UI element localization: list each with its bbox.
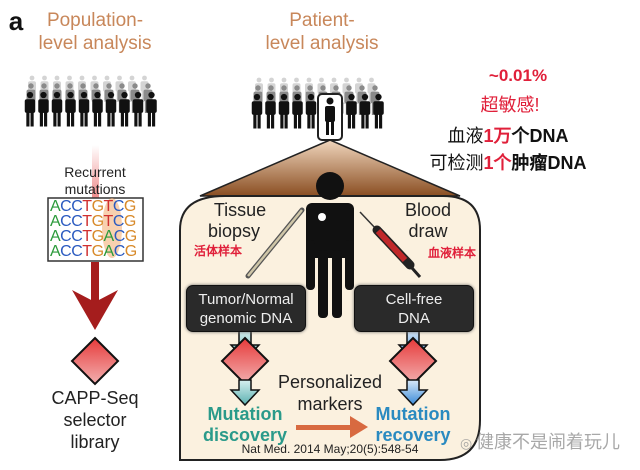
selector-diamond-icon xyxy=(70,336,120,386)
discovery-line1: Mutation xyxy=(207,404,283,424)
nucleotide: G xyxy=(123,198,136,215)
tissue-sample-cn: 活体样本 xyxy=(193,244,243,258)
nucleotide: C xyxy=(112,198,125,215)
recovery-line2: recovery xyxy=(375,425,451,445)
annotation-line3-b: 1万 xyxy=(483,126,512,146)
annotation-line4-a: 可检测 xyxy=(429,153,484,173)
red-down-arrow xyxy=(72,262,118,330)
population-title-line1: Population- xyxy=(46,10,144,31)
annotation-line3-a: 血液 xyxy=(447,126,484,146)
annotation-line3-c: 个DNA xyxy=(511,126,569,146)
nucleotide: C xyxy=(60,228,72,245)
tissue-line1: Tissue xyxy=(213,200,267,220)
faded-connector xyxy=(92,145,99,200)
nucleotide: G xyxy=(123,213,136,230)
watermark-text: 健康不是闹着玩儿 xyxy=(476,432,621,452)
nucleotide: A xyxy=(50,243,61,260)
patient-title-line2: level analysis xyxy=(265,33,379,54)
orange-right-arrow xyxy=(296,416,368,438)
nucleotide: A xyxy=(50,228,61,245)
nucleotide: A xyxy=(50,198,61,215)
selected-patient-icon xyxy=(325,97,335,135)
nucleotide: G xyxy=(91,213,104,230)
recovery-line1: Mutation xyxy=(375,404,451,424)
discovery-line2: discovery xyxy=(202,425,288,445)
wechat-icon: ◎ xyxy=(459,435,477,451)
nucleotide: T xyxy=(82,243,92,260)
left-flow-arrows xyxy=(220,329,270,407)
library-line2: selector xyxy=(63,410,127,430)
nucleotide: G xyxy=(91,243,104,260)
nucleotide: G xyxy=(91,198,104,215)
ultra-sensitive-label: 超敏感! xyxy=(480,95,540,115)
sequence-row: ACCTGACG xyxy=(50,243,142,260)
library-line3: library xyxy=(70,432,120,452)
annotation-line4: 可检测1个肿瘤DNA xyxy=(429,149,586,175)
nucleotide: C xyxy=(71,243,83,260)
nucleotide: C xyxy=(60,198,72,215)
syringe-icon xyxy=(359,211,422,278)
nucleotide: G xyxy=(124,243,137,260)
annotation-line3: 血液1万个DNA xyxy=(447,122,568,148)
annotation-line4-c: 肿瘤DNA xyxy=(511,153,587,173)
nucleotide: C xyxy=(71,213,83,230)
library-line1: CAPP-Seq xyxy=(51,388,139,408)
nucleotide: T xyxy=(82,213,92,230)
sequence-row: ACCTGTCG xyxy=(50,213,142,230)
nucleotide: G xyxy=(91,228,104,245)
cell-free-dna-line1: Cell-free xyxy=(385,290,443,308)
nucleotide: C xyxy=(60,213,72,230)
watermark: ◎ 健康不是闹着玩儿 xyxy=(460,428,620,454)
nucleotide: C xyxy=(71,228,83,245)
population-crowd-icon xyxy=(24,75,157,127)
patient-title-line1: Patient- xyxy=(289,10,355,31)
recurrent-line2: mutations xyxy=(64,181,126,197)
annotation-line4-b: 1个 xyxy=(483,153,512,173)
nucleotide: G xyxy=(124,228,137,245)
genomic-dna-line1: Tumor/Normal xyxy=(198,290,294,308)
markers-line1: Personalized xyxy=(277,372,383,392)
blood-line1: Blood xyxy=(404,200,452,220)
sequence-row: ACCTGTCG xyxy=(50,198,142,215)
blood-sample-cn: 血液样本 xyxy=(427,246,477,260)
nucleotide: C xyxy=(113,228,126,245)
right-flow-arrows xyxy=(388,329,438,407)
population-title-line2: level analysis xyxy=(38,33,152,54)
nucleotide: T xyxy=(103,198,114,215)
markers-line2: markers xyxy=(297,394,363,414)
nucleotide: C xyxy=(71,198,83,215)
nucleotide: T xyxy=(103,213,114,230)
sequence-row: ACCTGACG xyxy=(50,228,142,245)
nucleotide: C xyxy=(60,243,72,260)
genomic-dna-line2: genomic DNA xyxy=(199,309,293,327)
cell-free-dna-line2: DNA xyxy=(398,309,430,327)
citation: Nat Med. 2014 May;20(5):548-54 xyxy=(241,442,419,456)
biopsy-needle-icon xyxy=(245,207,305,279)
nucleotide: A xyxy=(50,213,61,230)
recurrent-line1: Recurrent xyxy=(64,164,126,180)
tissue-line2: biopsy xyxy=(207,221,261,241)
panel-label: a xyxy=(8,6,24,36)
nucleotide: C xyxy=(113,243,126,260)
nucleotide: C xyxy=(112,213,125,230)
nucleotide: T xyxy=(82,228,92,245)
blood-line2: draw xyxy=(408,221,448,241)
nucleotide: A xyxy=(103,228,115,245)
sequence-box xyxy=(47,197,144,262)
patient-figure-icon xyxy=(306,172,354,318)
sensitivity-percent: ~0.01% xyxy=(488,66,548,85)
nucleotide: T xyxy=(82,198,92,215)
nucleotide: A xyxy=(103,243,115,260)
